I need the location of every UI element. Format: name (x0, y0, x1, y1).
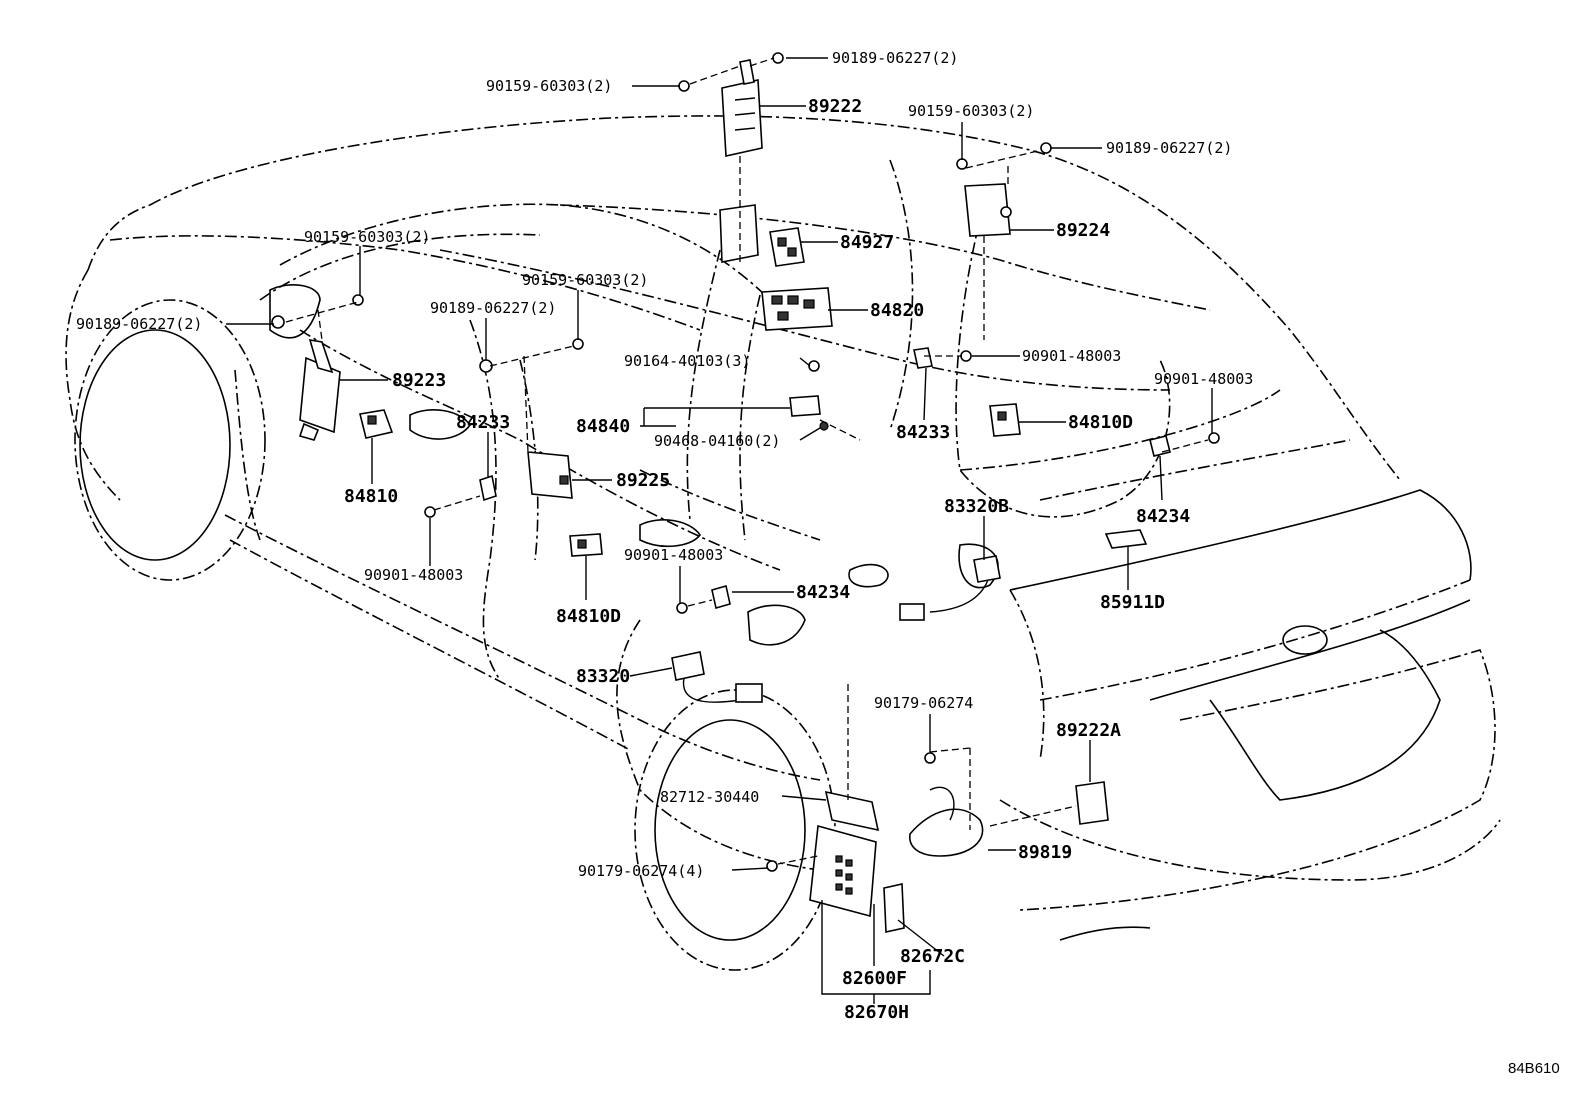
label-90189-mid: 90189-06227(2) (430, 299, 556, 317)
label-89222: 89222 (808, 96, 862, 117)
label-90164: 90164-40103(3) (624, 352, 750, 370)
label-83320: 83320 (576, 666, 630, 687)
part-83320B-harness (899, 555, 1001, 621)
label-82712: 82712-30440 (660, 788, 759, 806)
part-84810D-right-switch (989, 403, 1021, 437)
nut-icon (924, 752, 936, 764)
bolt-icon (678, 80, 690, 92)
label-84810D-right: 84810D (1068, 412, 1133, 433)
part-89819-bracket (909, 786, 984, 857)
part-89225-ecu (527, 451, 573, 499)
label-89222A: 89222A (1056, 720, 1121, 741)
bolt-icon (960, 350, 972, 362)
label-90179-single: 90179-06274 (874, 694, 973, 712)
label-90901-center: 90901-48003 (624, 546, 723, 564)
labels: 89222 84927 84820 89224 89223 84233 8423… (76, 49, 1560, 1077)
diagram-code: 84B610 (1508, 1060, 1560, 1077)
label-89224: 89224 (1056, 220, 1110, 241)
label-84820: 84820 (870, 300, 924, 321)
label-82600F: 82600F (842, 968, 907, 989)
part-83320-harness (671, 651, 763, 703)
bolt-icon (956, 158, 968, 170)
label-83320B: 83320B (944, 496, 1009, 517)
part-89223-ecu (298, 339, 341, 441)
label-82670H: 82670H (844, 1002, 909, 1023)
label-90189-top: 90189-06227(2) (832, 49, 958, 67)
bolt-icon (424, 506, 436, 518)
bolt-icon (1208, 432, 1220, 444)
nut-icon (766, 860, 778, 872)
part-84840-switch (789, 395, 829, 431)
label-90159-right: 90159-60303(2) (908, 102, 1034, 120)
label-90159-top: 90159-60303(2) (486, 77, 612, 95)
part-89224-ecu (964, 183, 1012, 237)
part-82712-relay (824, 790, 880, 832)
part-89222A-ecu (1075, 781, 1109, 825)
part-84234-center (711, 584, 731, 610)
label-90159-mid: 90159-60303(2) (522, 271, 648, 289)
part-82672C-cover (883, 883, 905, 933)
part-84810D-left-switch (569, 533, 603, 557)
label-90901-left: 90901-48003 (364, 566, 463, 584)
label-90468: 90468-04160(2) (654, 432, 780, 450)
bolt-icon (676, 602, 688, 614)
label-82672C: 82672C (900, 946, 965, 967)
part-82600F-junction-block (809, 824, 877, 918)
label-90159-left: 90159-60303(2) (304, 228, 430, 246)
label-84927: 84927 (840, 232, 894, 253)
part-84820-switch (761, 287, 833, 331)
label-90189-right: 90189-06227(2) (1106, 139, 1232, 157)
fasteners (271, 52, 1220, 872)
label-90179-four: 90179-06274(4) (578, 862, 704, 880)
alignment-lines (285, 57, 1209, 865)
label-84234-center: 84234 (796, 582, 850, 603)
label-84810D-left: 84810D (556, 606, 621, 627)
part-85911D-relay (1104, 529, 1148, 549)
part-84233-left (479, 474, 497, 502)
label-89223: 89223 (392, 370, 446, 391)
part-84927-switch (719, 204, 805, 267)
clip-icon (772, 52, 784, 64)
clip-icon (1040, 142, 1052, 154)
label-84840: 84840 (576, 416, 630, 437)
label-84233-left: 84233 (456, 412, 510, 433)
part-84233-right (913, 347, 933, 369)
part-89222-ecu (721, 59, 763, 157)
parts (298, 59, 1171, 933)
label-90901-farright: 90901-48003 (1154, 370, 1253, 388)
leader-lines (226, 57, 1213, 1004)
part-84810-switch (359, 409, 394, 439)
label-90189-left: 90189-06227(2) (76, 315, 202, 333)
bolt-icon (572, 338, 584, 350)
label-84234-right: 84234 (1136, 506, 1190, 527)
label-89225: 89225 (616, 470, 670, 491)
label-90901-right: 90901-48003 (1022, 347, 1121, 365)
part-84234-right (1149, 435, 1171, 457)
clip-icon (271, 315, 285, 329)
label-89819: 89819 (1018, 842, 1072, 863)
label-85911D: 85911D (1100, 592, 1165, 613)
label-84233-right: 84233 (896, 422, 950, 443)
screw-icon (808, 360, 820, 372)
label-84810: 84810 (344, 486, 398, 507)
